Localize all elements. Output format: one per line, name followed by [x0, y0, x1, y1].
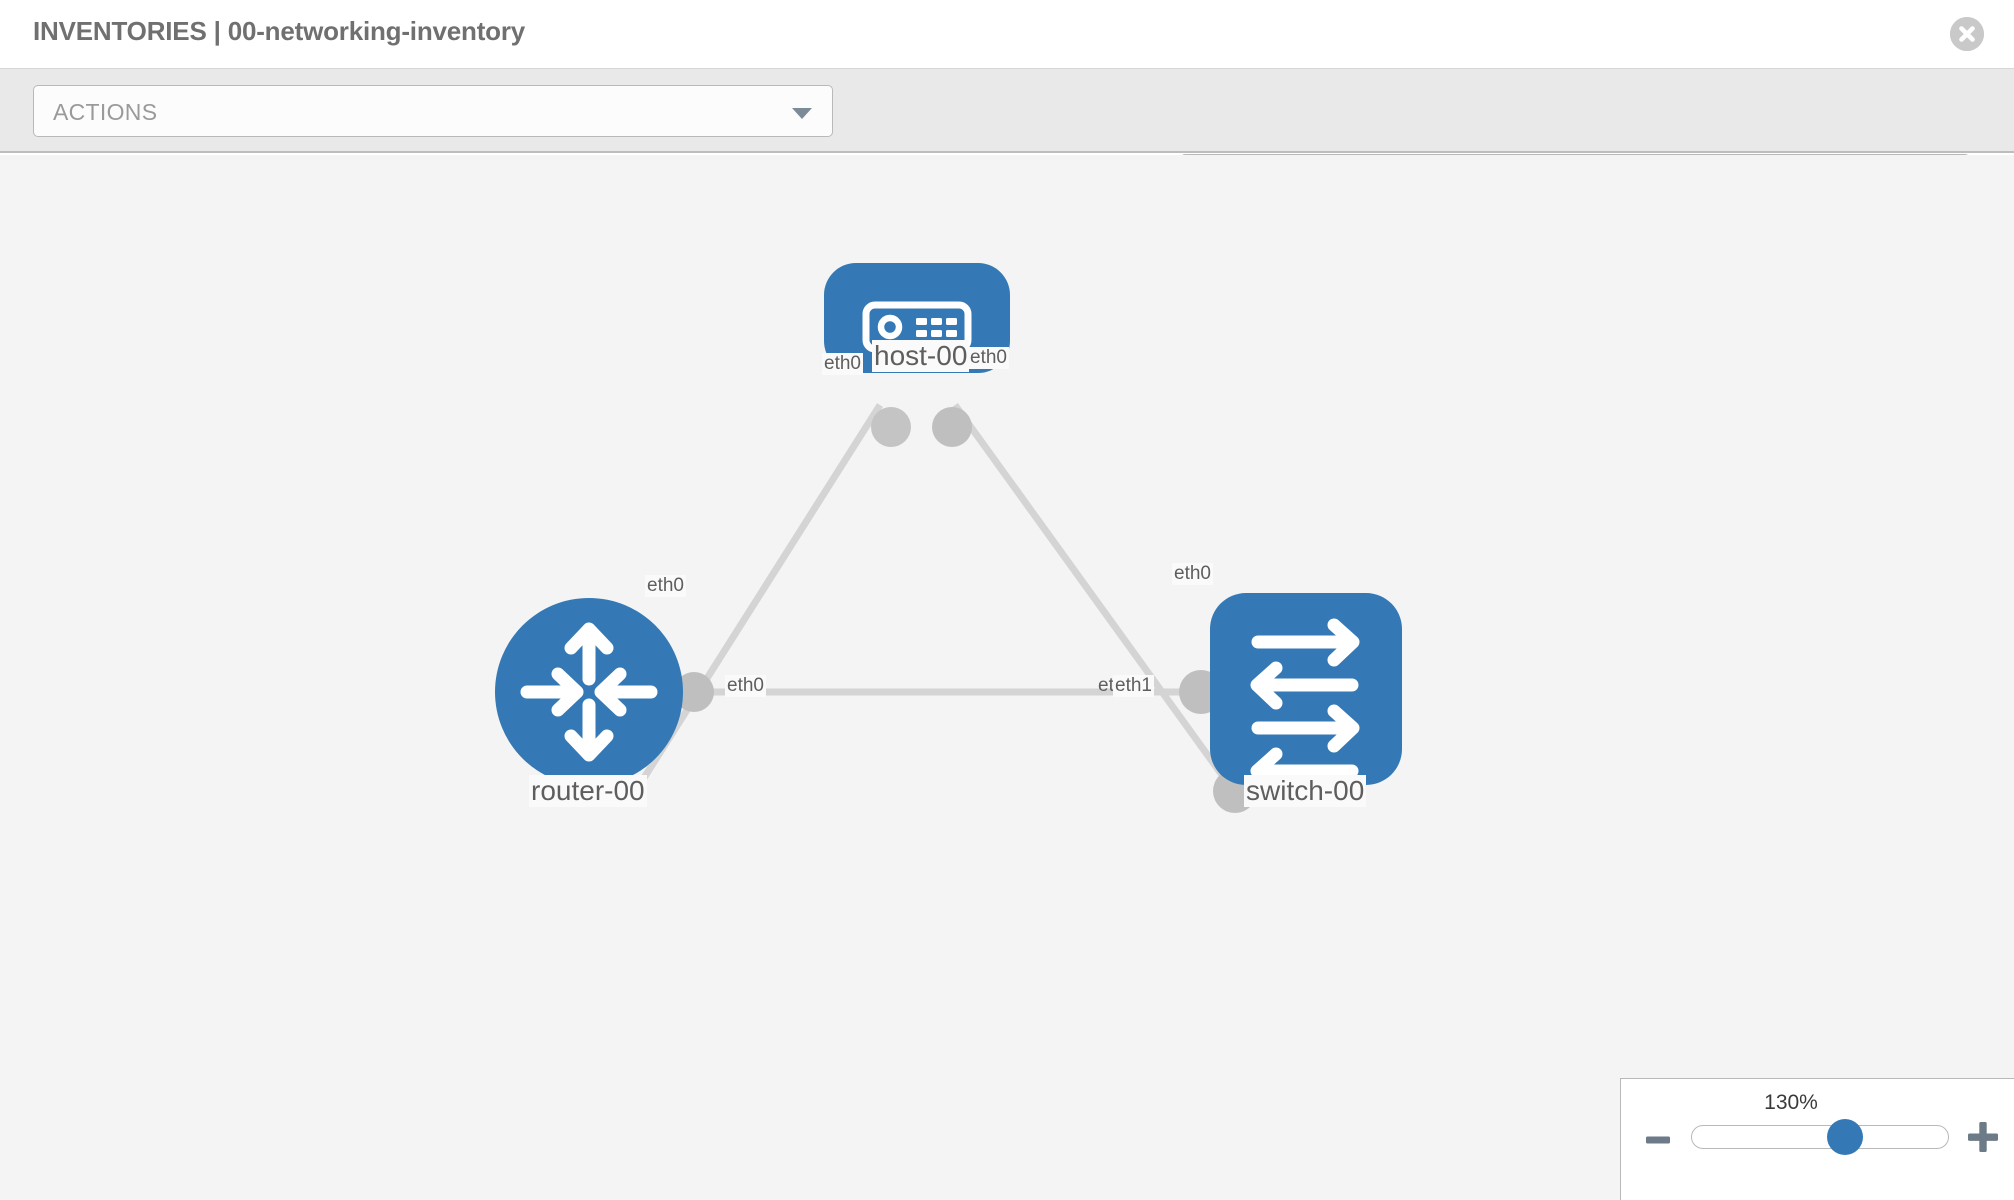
iface-label-router-eth0-east: eth0: [725, 675, 766, 697]
node-label-switch-00: switch-00: [1244, 775, 1367, 807]
page-header: INVENTORIES | 00-networking-inventory: [0, 0, 2014, 69]
close-icon[interactable]: [1950, 17, 1984, 51]
node-label-host-00: host-00: [872, 340, 970, 372]
topology-canvas[interactable]: host-00 router-00 switch-00 eth0 eth0 et…: [0, 155, 2014, 1200]
connector-host-right: [932, 407, 972, 447]
link-host-switch: [952, 402, 1243, 803]
node-switch-00[interactable]: [1210, 593, 1402, 796]
chevron-down-icon: [792, 108, 812, 119]
actions-dropdown[interactable]: ACTIONS: [33, 85, 833, 137]
toolbar: ACTIONS: [0, 69, 2014, 206]
node-router-00[interactable]: [495, 598, 683, 786]
page-title: INVENTORIES | 00-networking-inventory: [33, 16, 526, 46]
topology-graph: [495, 263, 1402, 813]
zoom-level-value: 130%: [1764, 1091, 1818, 1114]
router-arrows-icon: [520, 622, 658, 762]
actions-dropdown-label: ACTIONS: [53, 99, 158, 125]
zoom-out-button[interactable]: [1645, 1127, 1671, 1153]
iface-label-switch-eth0-uplink: eth0: [1172, 563, 1213, 585]
iface-label-host-eth0-right: eth0: [968, 347, 1009, 369]
zoom-control-panel: 130%: [1620, 1078, 2014, 1200]
connector-router-east: [674, 672, 714, 712]
node-label-router-00: router-00: [529, 775, 647, 807]
iface-label-router-eth0-uplink: eth0: [645, 575, 686, 597]
iface-label-host-eth0-left: eth0: [822, 353, 863, 375]
zoom-in-button[interactable]: [1967, 1121, 1999, 1153]
zoom-slider-track[interactable]: [1691, 1125, 1949, 1149]
connector-host-left: [871, 407, 911, 447]
zoom-slider-thumb[interactable]: [1827, 1119, 1863, 1155]
iface-label-switch-eth1: eth1: [1113, 675, 1154, 697]
